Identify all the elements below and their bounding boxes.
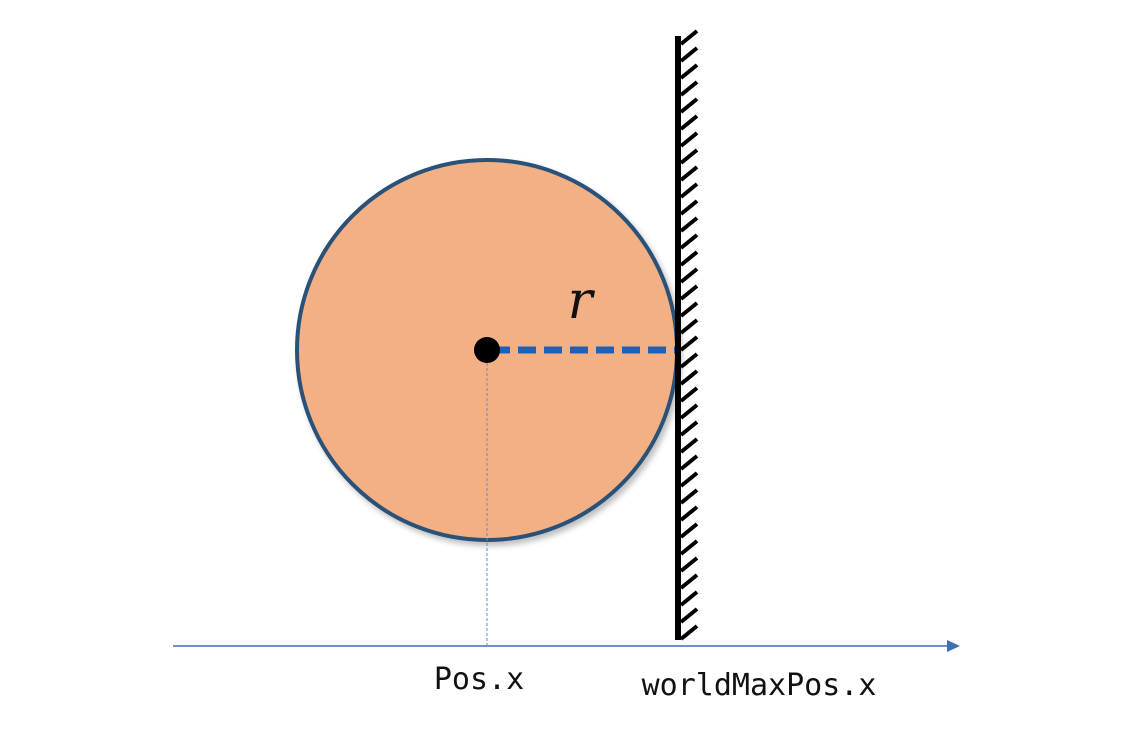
- wall-hatch-mark: [679, 267, 699, 284]
- x-axis: [173, 640, 960, 652]
- wall-hatch-mark: [679, 624, 699, 641]
- wall-hatch-mark: [679, 284, 699, 301]
- wall-hatch-mark: [679, 216, 699, 233]
- wall-hatch-mark: [679, 250, 699, 267]
- wall-hatch-mark: [679, 80, 699, 97]
- wall-hatch-mark: [679, 454, 699, 471]
- center-dot: [474, 337, 500, 363]
- wall-hatch-mark: [679, 63, 699, 80]
- wall-hatch-mark: [679, 182, 699, 199]
- wall-hatch-mark: [679, 29, 699, 46]
- wall-hatch-mark: [679, 233, 699, 250]
- wall-hatch-mark: [679, 403, 699, 420]
- wall-hatch-mark: [679, 573, 699, 590]
- wall-hatch-mark: [679, 420, 699, 437]
- wall-hatch-mark: [679, 148, 699, 165]
- wall-hatch-mark: [679, 97, 699, 114]
- wall-hatch-mark: [679, 539, 699, 556]
- wall-hatch-mark: [679, 471, 699, 488]
- wall: [675, 29, 699, 641]
- wall-hatch-mark: [679, 352, 699, 369]
- wall-hatch-mark: [679, 522, 699, 539]
- wall-hatch-mark: [679, 199, 699, 216]
- wall-hatch-mark: [679, 437, 699, 454]
- wall-hatch-mark: [679, 46, 699, 63]
- wall-hatch-mark: [679, 335, 699, 352]
- wall-hatch-mark: [679, 318, 699, 335]
- wall-hatch-mark: [679, 556, 699, 573]
- wall-hatch-mark: [679, 386, 699, 403]
- radius-label: r: [568, 271, 596, 331]
- wall-hatch-mark: [679, 165, 699, 182]
- wall-hatch-mark: [679, 607, 699, 624]
- wall-hatch-mark: [679, 488, 699, 505]
- wall-hatching: [679, 29, 699, 641]
- wall-position-label: worldMaxPos.x: [642, 668, 877, 703]
- wall-hatch-mark: [679, 369, 699, 386]
- wall-hatch-mark: [679, 301, 699, 318]
- wall-hatch-mark: [679, 131, 699, 148]
- position-label: Pos.x: [434, 662, 524, 697]
- wall-hatch-mark: [679, 590, 699, 607]
- wall-hatch-mark: [679, 114, 699, 131]
- x-axis-arrowhead: [947, 640, 960, 652]
- wall-hatch-mark: [679, 505, 699, 522]
